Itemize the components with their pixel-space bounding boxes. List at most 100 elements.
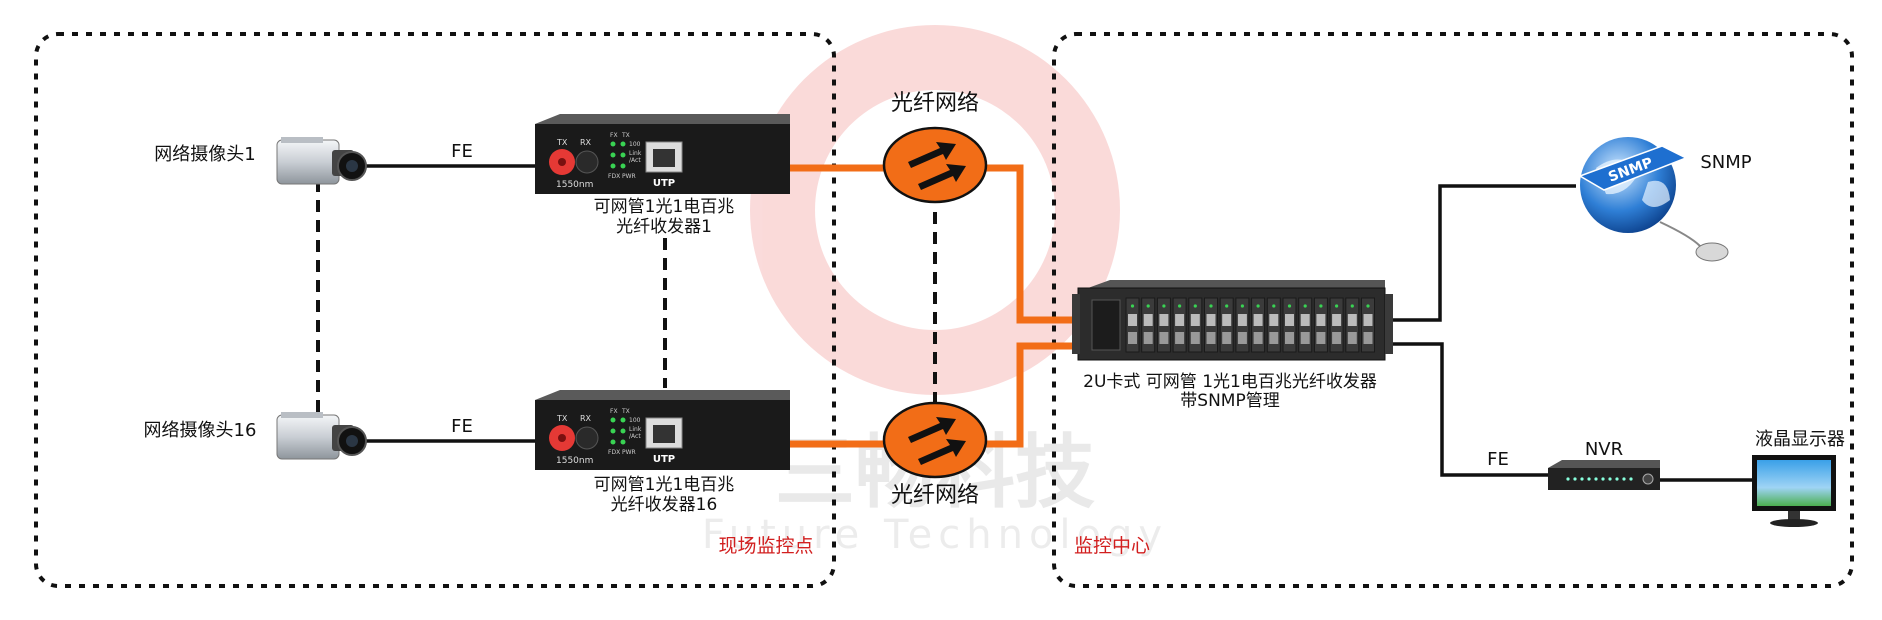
converter16-led-label-link: Link — [629, 426, 642, 433]
chassis-card-led — [1319, 304, 1323, 308]
chassis-card-fiber-port — [1347, 314, 1357, 326]
chassis-card-fiber-port — [1190, 314, 1200, 326]
camera16-fe-label: FE — [451, 416, 473, 437]
camera1-body — [276, 139, 340, 185]
chassis-ear-left — [1072, 294, 1080, 354]
field-zone-label: 现场监控点 — [718, 535, 813, 557]
chassis-card-fiber-port — [1363, 314, 1373, 326]
nvr-power-button-icon — [1642, 473, 1654, 485]
chassis-card-utp-port — [1316, 332, 1326, 344]
chassis-card-led — [1162, 304, 1166, 308]
converter16-led — [610, 439, 616, 445]
converter16-rx-label: RX — [580, 414, 592, 423]
chassis-card-fiber-port — [1159, 314, 1169, 326]
converter16-led — [620, 428, 626, 434]
nvr-indicator-led — [1573, 477, 1577, 481]
camera16-body — [276, 414, 340, 460]
chassis-card-utp-port — [1237, 332, 1247, 344]
chassis-card-utp-port — [1300, 332, 1310, 344]
camera1-fe-label: FE — [451, 141, 473, 162]
chassis-card-led — [1209, 304, 1213, 308]
camera1-label: 网络摄像头1 — [154, 144, 255, 165]
converter16-led-label-100: 100 — [629, 417, 641, 424]
converter1-led-label-pwr: PWR — [622, 173, 636, 180]
chassis-label-line1: 2U卡式 可网管 1光1电百兆光纤收发器 — [1083, 372, 1377, 392]
fiber-network-1: 光纤网络 — [882, 91, 988, 204]
chassis-card-utp-port — [1363, 332, 1373, 344]
camera-16: 网络摄像头16 — [144, 412, 367, 460]
chassis-card-utp-port — [1222, 332, 1232, 344]
chassis-management-card — [1091, 299, 1121, 351]
nvr-fe-label: FE — [1487, 449, 1509, 470]
converter1-top — [535, 114, 790, 124]
chassis-card-utp-port — [1253, 332, 1263, 344]
watermark-logo-inner — [815, 90, 1055, 330]
chassis-label-line2: 带SNMP管理 — [1180, 391, 1279, 411]
nvr-indicator-led — [1601, 477, 1605, 481]
nvr-device: NVR — [1548, 439, 1660, 490]
camera-1: 网络摄像头1 — [154, 137, 367, 185]
converter1-led-label-fdx: FDX — [608, 173, 620, 180]
chassis-ear-right — [1385, 294, 1393, 354]
nvr-indicator-led — [1622, 477, 1626, 481]
fiber-network2-arrow-right-icon — [908, 417, 956, 443]
nvr-indicator-led — [1615, 477, 1619, 481]
fiber-network1-arrow-right-icon — [908, 142, 956, 168]
converter1-wavelength: 1550nm — [556, 180, 593, 190]
chassis-card-led — [1272, 304, 1276, 308]
camera1-top — [281, 137, 323, 143]
converter16-led-label-act: /Act — [629, 433, 641, 440]
converter1-label-line1: 可网管1光1电百兆 — [594, 197, 735, 217]
converter16-label-line1: 可网管1光1电百兆 — [594, 475, 735, 495]
converter1-utp-label: UTP — [653, 178, 675, 189]
nvr-top — [1548, 460, 1660, 468]
chassis-card-fiber-port — [1300, 314, 1310, 326]
chassis-card-led — [1350, 304, 1354, 308]
nvr-link — [1385, 342, 1548, 477]
nvr-indicator-led — [1566, 477, 1570, 481]
chassis-card-led — [1287, 304, 1292, 308]
watermark-subtext: Future Technology — [702, 512, 1168, 558]
chassis-top — [1088, 280, 1385, 288]
converter16-label-line2: 光纤收发器16 — [611, 495, 718, 515]
converter1-led-label-fx: FX — [610, 132, 618, 139]
chassis-card-utp-port — [1269, 332, 1279, 344]
snmp-station: SNMP SNMP — [1578, 137, 1752, 262]
chassis-card-fiber-port — [1143, 314, 1153, 326]
snmp-mouse-cable — [1659, 221, 1701, 247]
chassis-card-utp-port — [1159, 332, 1169, 344]
snmp-label: SNMP — [1700, 152, 1751, 173]
snmp-banner — [1578, 145, 1688, 191]
snmp-globe-land — [1642, 180, 1670, 207]
fiber-network1-cloud-icon — [882, 126, 988, 204]
converter1-utp-port-inner — [653, 149, 675, 167]
nvr-indicator-led — [1580, 477, 1584, 481]
chassis-card-fiber-port — [1222, 314, 1232, 326]
chassis-card-fiber-port — [1206, 314, 1216, 326]
chassis-card-fiber-port — [1269, 314, 1279, 326]
converter16-led — [610, 428, 616, 434]
fiber-network1-arrow-right-icon — [918, 164, 966, 190]
converter16-led — [620, 439, 626, 445]
nvr-indicator-led — [1608, 477, 1612, 481]
monitor-screen-icon — [1757, 460, 1831, 506]
lcd-monitor: 液晶显示器 — [1752, 429, 1845, 527]
chassis-card-utp-port — [1347, 332, 1357, 344]
chassis-card-led — [1256, 304, 1260, 308]
chassis-card-utp-port — [1175, 332, 1185, 344]
converter1-tx-label: TX — [556, 138, 568, 147]
converter16-top — [535, 390, 790, 400]
converter1-label-line2: 光纤收发器1 — [616, 217, 712, 237]
nvr-indicator-led — [1594, 477, 1598, 481]
fiber-network2-cloud-icon — [882, 401, 988, 479]
chassis-card-utp-port — [1285, 332, 1294, 344]
camera16-top — [281, 412, 323, 418]
snmp-mouse-icon — [1695, 242, 1729, 262]
converter1-rx-port-icon — [575, 150, 599, 174]
chassis-card-led — [1193, 304, 1197, 308]
chassis-card-led — [1335, 304, 1339, 308]
converter16-led-label-fdx: FDX — [608, 449, 620, 456]
watermark-logo-circle — [750, 25, 1120, 395]
converter16-fiber-port-core — [558, 434, 566, 442]
converter16-utp-label: UTP — [653, 454, 675, 465]
